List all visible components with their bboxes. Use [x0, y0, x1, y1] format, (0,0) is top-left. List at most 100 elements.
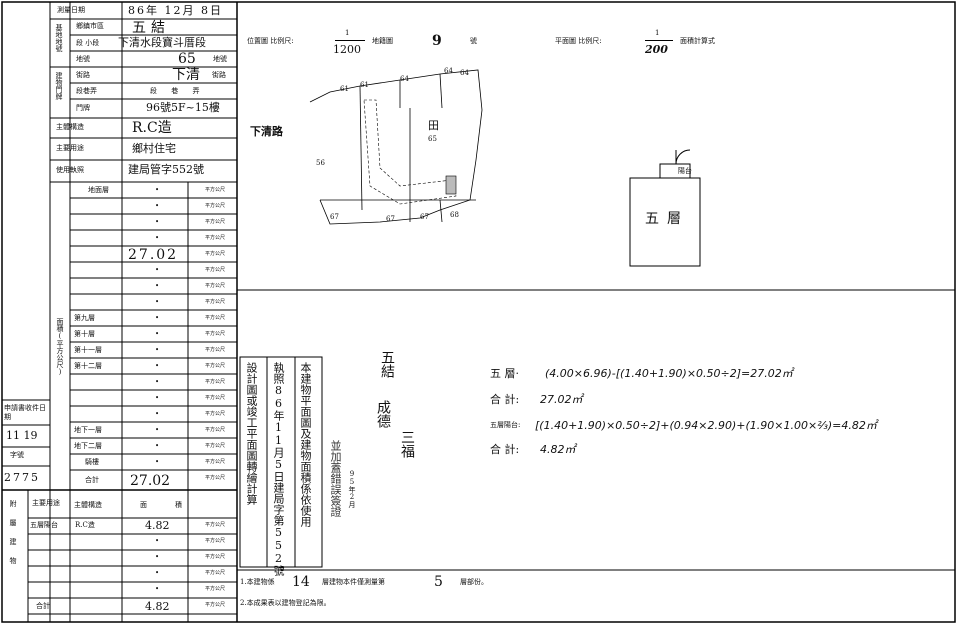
attached-dot: • [155, 537, 160, 545]
calc-line4-label: 合 計: [490, 443, 520, 456]
floor-unit: 平方公尺 [205, 411, 226, 417]
floor-unit: 平方公尺 [205, 427, 226, 433]
floor-unit: 平方公尺 [205, 475, 226, 481]
floor-unit: 平方公尺 [205, 267, 226, 273]
lot-number: 68 [450, 211, 459, 219]
lot-number: 56 [316, 159, 325, 167]
street-label: 街路 [76, 71, 90, 79]
attached-row-struct: R.C造 [75, 521, 95, 529]
floor-12: 第十二層 [74, 362, 102, 370]
attached-unit: 平方公尺 [205, 522, 226, 528]
lot-number: 67 [420, 213, 429, 221]
use-value: 鄉村住宅 [132, 142, 176, 155]
floor-unit: 平方公尺 [205, 331, 226, 337]
parcel-drawing [309, 69, 483, 225]
calc-line1: (4.00×6.96)-[(1.40+1.90)×0.50÷2]=27.02㎡ [545, 367, 793, 380]
seal-2: 成德 [375, 400, 391, 428]
floor-dot: • [155, 346, 160, 354]
alley-value: 段 巷 弄 [150, 87, 206, 95]
floor-dot: • [155, 298, 160, 306]
section-value: 下清水段寶斗厝段 [118, 36, 206, 49]
lot-value: 65 [178, 51, 196, 67]
footnote-2: 2.本成果表以建物登記為限。 [240, 599, 331, 607]
plan-balcony: 陽台 [678, 167, 692, 175]
footnote-1d: 5 [434, 574, 443, 590]
footnote-1b: 14 [292, 574, 310, 590]
floor-unit: 平方公尺 [205, 347, 226, 353]
attached-dot: • [155, 585, 160, 593]
license-label: 使用執照 [56, 166, 84, 174]
floor-dot: • [155, 426, 160, 434]
attached-total-value: 4.82 [145, 600, 170, 613]
door-label: 建物門牌 [55, 72, 63, 100]
attached-unit: 平方公尺 [205, 602, 226, 608]
floor-unit: 平方公尺 [205, 395, 226, 401]
floor-dot: • [155, 186, 160, 194]
stamp-side: 95年2月 [348, 470, 356, 508]
floor-dot: • [155, 202, 160, 210]
city-label: 鄉鎮市區 [76, 22, 104, 30]
word-label: 字號 [10, 451, 24, 459]
attached-col-area: 面積 [140, 501, 210, 509]
floor-unit: 平方公尺 [205, 459, 226, 465]
section-label: 段 小段 [76, 39, 100, 47]
calc-line2: 27.02㎡ [540, 393, 583, 406]
attached-unit: 平方公尺 [205, 570, 226, 576]
attached-dot: • [155, 553, 160, 561]
sheet-suffix: 號 [470, 37, 477, 45]
floor-unit: 平方公尺 [205, 283, 226, 289]
calc-line3-label: 五層陽台: [490, 421, 521, 429]
attached-col-struct: 主體構造 [74, 501, 102, 509]
floor-unit: 平方公尺 [205, 187, 226, 193]
note-col2: 執照86年11月5日建局字第552號 [272, 362, 285, 576]
attached-col-use: 主要用途 [32, 499, 60, 507]
attached-row-use: 五層陽台 [30, 521, 58, 529]
sheet-label: 地籍圖 [372, 37, 393, 45]
receive-label: 申請書收件日期 [4, 404, 46, 421]
floor-10: 第十層 [74, 330, 95, 338]
calc-line3: [(1.40+1.90)×0.50÷2]+(0.94×2.90)+(1.90×1… [535, 419, 877, 432]
plan-floor-name: 五層 [645, 211, 689, 227]
road-label: 下清路 [250, 125, 283, 138]
attached-total-label: 合計 [36, 602, 50, 610]
lot-number: 61 [360, 81, 369, 89]
site-label: 基地地號 [55, 24, 63, 52]
seal-1: 五結 [379, 350, 395, 378]
total-value: 27.02 [130, 473, 171, 489]
footnote-1e: 層部份。 [460, 578, 488, 586]
floor-unit: 平方公尺 [205, 315, 226, 321]
calc-line4: 4.82㎡ [540, 443, 576, 456]
floor-dot: • [155, 410, 160, 418]
number-label: 門牌 [76, 104, 90, 112]
floor-11: 第十一層 [74, 346, 102, 354]
plan-calc-label: 面積計算式 [680, 37, 715, 45]
word-value: 2775 [4, 471, 40, 484]
structure-value: R.C造 [132, 120, 172, 136]
lot-number: 64 [460, 69, 469, 77]
receive-value: 11 19 [6, 429, 38, 442]
parcel-number: 65 [428, 135, 437, 143]
floor-unit: 平方公尺 [205, 251, 226, 257]
floor-dot: • [155, 266, 160, 274]
location-label: 位置圖 比例尺: [247, 37, 294, 45]
structure-label: 主體構造 [56, 123, 84, 131]
calc-line2-label: 合 計: [490, 393, 520, 406]
plan-scale-den: 200 [645, 43, 668, 56]
floor-dot: • [155, 442, 160, 450]
city-value: 五結 [132, 20, 170, 36]
floor-dot: • [155, 458, 160, 466]
attached-unit: 平方公尺 [205, 554, 226, 560]
parcel-label: 田 [428, 119, 439, 132]
date-label: 測量日期 [57, 6, 85, 14]
lot-label: 地號 [76, 55, 90, 63]
note-col1: 設計圖或竣工平面圖轉繪計算 [245, 362, 258, 505]
location-scale-num: 1 [345, 29, 350, 37]
street-suffix: 街路 [212, 71, 226, 79]
lot-number: 64 [400, 75, 409, 83]
floor-dot: • [155, 394, 160, 402]
stair: 騎樓 [85, 458, 99, 466]
area-label: 面積(平方公尺) [56, 318, 64, 376]
stamp-text: 並加蓋錯誤簽證 [329, 440, 342, 517]
calc-line1-label: 五 層· [490, 367, 519, 380]
floor-dot: • [155, 234, 160, 242]
